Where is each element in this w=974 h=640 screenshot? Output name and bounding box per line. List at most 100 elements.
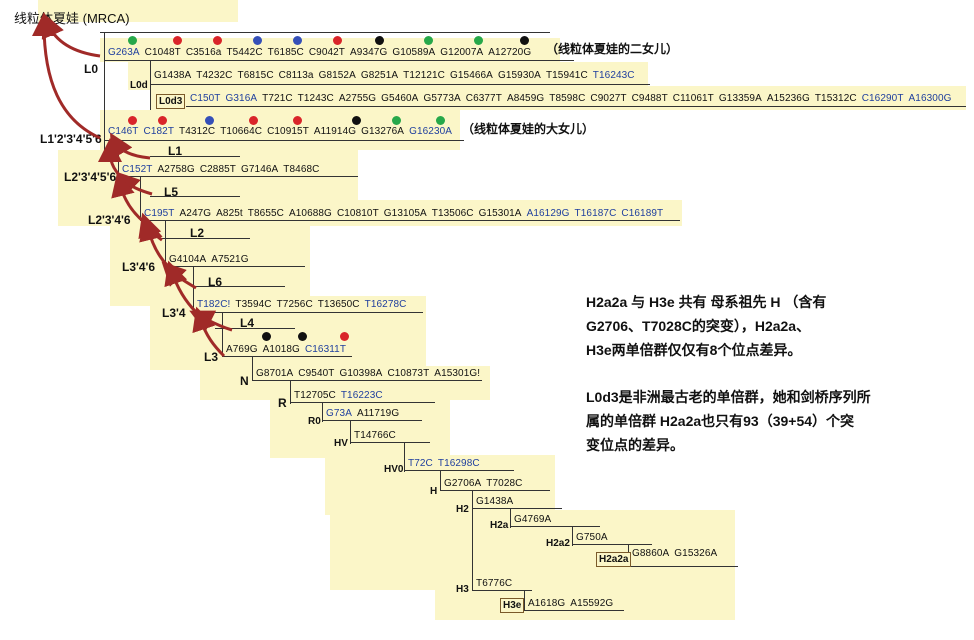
clade-l23456: L2'3'4'5'6 (64, 170, 117, 184)
clade-l3: L3 (204, 350, 219, 364)
clade-l2: L2 (190, 226, 205, 240)
trunk-8 (290, 380, 291, 404)
trunk-6 (222, 312, 223, 357)
mutation: T12705C (294, 390, 336, 401)
mutation: G12007A (440, 47, 484, 58)
arrow-l3 (192, 306, 226, 358)
clade-h2: H2 (456, 504, 469, 515)
mutation: T721C (262, 93, 293, 104)
dot-l3-3 (340, 332, 349, 341)
arrow-l23456 (98, 138, 124, 180)
mutation: T8468C (283, 164, 320, 175)
dot-l1-2 (158, 116, 167, 125)
annotation-first-daughter: （线粒体夏娃的大女儿） (462, 122, 595, 136)
mutation: C16189T (621, 208, 664, 219)
line-l34 (193, 312, 423, 313)
clade-l6: L6 (208, 275, 223, 289)
mutation: T6776C (476, 578, 513, 589)
mutation: G13276A (361, 126, 405, 137)
mutation: T15941C (545, 70, 588, 81)
line-h2 (472, 508, 562, 509)
mutation: C16290T (861, 93, 904, 104)
trunk-11 (404, 442, 405, 472)
mut-row-h3e: A1618G A15592G (528, 598, 618, 610)
mutation: T7256C (276, 299, 313, 310)
line-l23456 (118, 176, 358, 177)
mutation: C9540T (298, 368, 335, 379)
mutation: T16223C (340, 390, 383, 401)
mutation: C150T (190, 93, 221, 104)
mutation: T182C! (197, 299, 231, 310)
dot-l1-4 (249, 116, 258, 125)
mutation: T13506C (431, 208, 474, 219)
mutation: A825t (216, 208, 243, 219)
mutation: C1048T (144, 47, 181, 58)
mutation: T4312C (179, 126, 216, 137)
line-n (252, 380, 482, 381)
clade-h2a2: H2a2 (546, 538, 570, 549)
line-l1 (104, 140, 464, 141)
clade-n: N (240, 374, 249, 388)
mutation: C6377T (465, 93, 502, 104)
mutation: G16230A (409, 126, 453, 137)
mutation: C16311T (304, 344, 347, 355)
mutation: C182T (143, 126, 175, 137)
mutation: T8598C (549, 93, 586, 104)
clade-r: R (278, 396, 287, 410)
trunk-17 (524, 590, 525, 610)
line-h2a2 (572, 544, 652, 545)
mutation: A10688G (288, 208, 332, 219)
dot-l1-1 (128, 116, 137, 125)
mutation: G5460A (381, 93, 419, 104)
trunk-10 (350, 420, 351, 444)
clade-l0d: L0d (130, 80, 148, 91)
mutation: G73A (326, 408, 352, 419)
mutation: A8459G (506, 93, 545, 104)
line-l2-tip (160, 238, 250, 239)
mutation: A15592G (570, 598, 614, 609)
mutation: G4769A (514, 514, 552, 525)
trunk-13 (472, 490, 473, 590)
trunk-4 (165, 220, 166, 265)
dot-l1-7 (392, 116, 401, 125)
mutation: A1618G (528, 598, 566, 609)
line-l3 (222, 356, 352, 357)
trunk-main (104, 32, 105, 152)
line-l0 (104, 60, 574, 61)
dot-l3-2 (298, 332, 307, 341)
dot-l1-6 (352, 116, 361, 125)
mut-row-r: T12705C T16223C (294, 390, 388, 402)
note-paragraph-1: H2a2a 与 H3e 共有 母系祖先 H （含有 G2706、T7028C的突… (586, 290, 826, 362)
line-top (100, 32, 550, 33)
clade-h3: H3 (456, 584, 469, 595)
mutation: C10810T (336, 208, 379, 219)
mutation: T72C (408, 458, 433, 469)
line-l0d (150, 84, 650, 85)
line-r (290, 402, 435, 403)
dot-l1-8 (436, 116, 445, 125)
mut-row-h2: G1438A (476, 496, 518, 508)
trunk-7 (252, 356, 253, 381)
note-p2-line3: 变位点的差异。 (586, 437, 684, 453)
dot-l0-4 (253, 36, 262, 45)
trunk-14 (510, 508, 511, 528)
arrow-l123456-to-mrca (32, 12, 101, 140)
trunk-l0 (150, 60, 151, 110)
mutation: C9042T (308, 47, 346, 58)
mutation: G7146A (241, 164, 279, 175)
arrow-l0-to-mrca (41, 13, 101, 58)
clade-h2a2a: H2a2a (596, 552, 632, 567)
mutation: G13359A (718, 93, 762, 104)
mutation: T14766C (354, 430, 396, 441)
mutation: A15236G (766, 93, 810, 104)
trunk-3 (140, 176, 141, 221)
line-l1-tip (150, 156, 240, 157)
